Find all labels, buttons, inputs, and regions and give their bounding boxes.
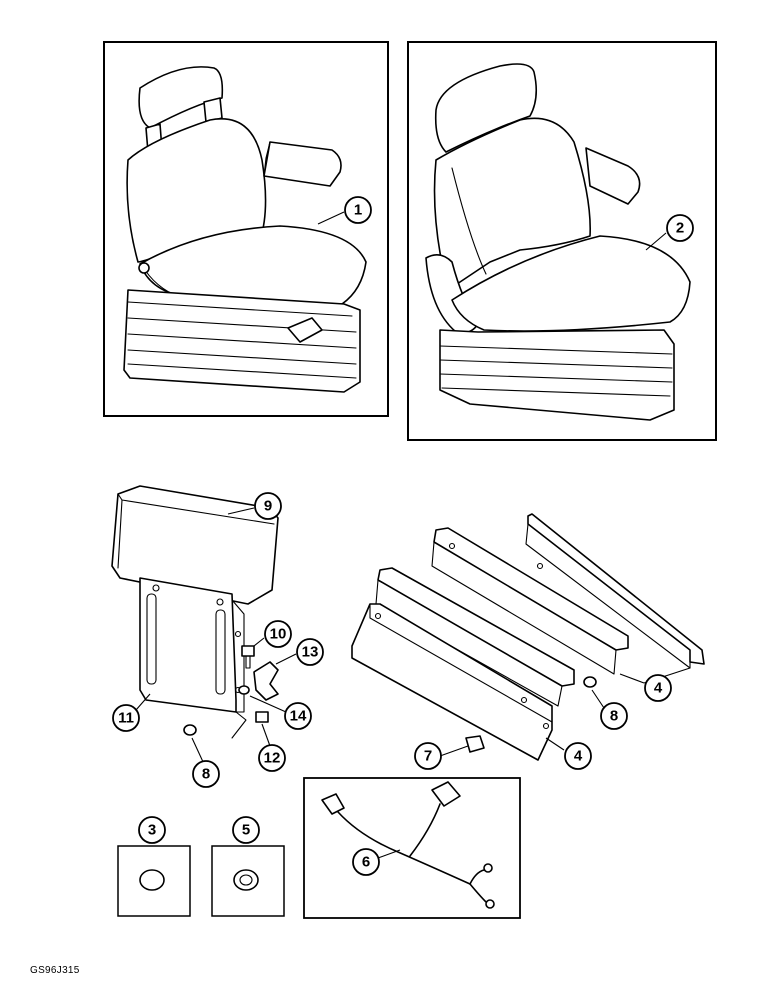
callout-3-label: 3 xyxy=(148,822,156,839)
callout-13-label: 13 xyxy=(302,644,319,661)
callout-8-right: 8 xyxy=(600,702,628,730)
callout-8-left-label: 8 xyxy=(202,766,210,783)
callout-6-label: 6 xyxy=(362,854,370,871)
callout-9: 9 xyxy=(254,492,282,520)
seat-1-drawing xyxy=(123,66,367,393)
seat-panel-1 xyxy=(103,41,389,417)
callout-12: 12 xyxy=(258,744,286,772)
callout-3: 3 xyxy=(138,816,166,844)
callout-14-label: 14 xyxy=(290,708,307,725)
plug-panel-3 xyxy=(117,845,191,917)
seat-2-drawing xyxy=(425,63,691,421)
callout-1-label: 1 xyxy=(354,202,362,219)
callout-8-left: 8 xyxy=(192,760,220,788)
callout-11-label: 11 xyxy=(118,710,134,727)
callout-11: 11 xyxy=(112,704,140,732)
callout-4-lower: 4 xyxy=(564,742,592,770)
callout-12-label: 12 xyxy=(264,750,281,767)
callout-6: 6 xyxy=(352,848,380,876)
callout-4-upper: 4 xyxy=(644,674,672,702)
armrest-kit-drawing xyxy=(111,485,279,739)
callout-7-label: 7 xyxy=(424,748,432,765)
callout-5: 5 xyxy=(232,816,260,844)
callout-2: 2 xyxy=(666,214,694,242)
callout-5-label: 5 xyxy=(242,822,250,839)
seat-panel-2 xyxy=(407,41,717,441)
harness-panel-6 xyxy=(303,777,521,919)
callout-8-right-label: 8 xyxy=(610,708,618,725)
callout-4-lower-label: 4 xyxy=(574,748,583,765)
callout-13: 13 xyxy=(296,638,324,666)
wire-harness-drawing xyxy=(321,781,495,909)
seat-rails-drawing xyxy=(351,513,705,761)
figure-code: GS96J315 xyxy=(30,965,80,976)
callout-2-label: 2 xyxy=(676,220,684,237)
callout-14: 14 xyxy=(284,702,312,730)
callout-10: 10 xyxy=(264,620,292,648)
callout-7: 7 xyxy=(414,742,442,770)
callout-10-label: 10 xyxy=(270,626,287,643)
callout-9-label: 9 xyxy=(264,498,272,515)
callout-4-upper-label: 4 xyxy=(654,680,663,697)
grommet-panel-5 xyxy=(211,845,285,917)
callout-1: 1 xyxy=(344,196,372,224)
